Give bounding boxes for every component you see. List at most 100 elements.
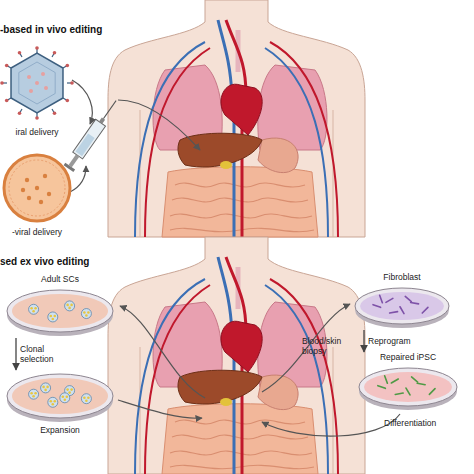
art-part [34,392,37,395]
art-part [360,292,444,320]
node-label: iral delivery [0,127,74,137]
art-part [27,196,31,200]
viral-vector-graphic [0,40,74,126]
nonviral-particle-graphic [0,150,74,226]
art-part [262,304,350,392]
nonviral-particle: -viral delivery [0,150,74,238]
art-part [44,86,48,90]
art-part [32,395,35,398]
art-part [400,307,404,314]
art-part [35,186,39,190]
art-part [391,379,398,383]
art-part [70,388,73,391]
flow-arrow [15,338,16,370]
art-part [5,99,9,103]
art-part [70,81,74,85]
section-title: -based in vivo editing [0,24,102,36]
art-part [11,53,63,113]
culture-dish-graphic [356,364,460,412]
art-part [46,386,49,389]
art-part [5,64,9,68]
art-part [0,81,4,85]
torso-top [108,0,365,237]
arrow-label: Clonal selection [20,344,64,364]
step-label: Blood/skin biopsy [302,336,350,356]
node-label: Fibroblast [352,272,452,282]
node-label: -viral delivery [0,227,74,237]
art-part [83,396,86,399]
art-part [120,306,205,398]
art-part [83,311,86,314]
art-part [52,318,55,321]
art-part [68,391,71,394]
art-part [47,192,51,196]
art-part [87,311,90,314]
culture-dish-graphic [4,370,116,424]
art-part [76,134,95,157]
art-part [364,372,452,402]
art-part [19,62,55,104]
node-label: Repaired iPSC [356,352,460,362]
art-part [12,378,108,414]
art-part [18,51,22,55]
art-part [66,388,69,391]
art-part [48,397,58,407]
culture-dish: Expansion [4,370,116,436]
art-part [359,368,457,406]
art-part [422,307,428,313]
art-part [62,396,65,399]
art-part [35,81,39,85]
culture-dish: Adult SCs [4,274,116,338]
art-part [43,174,47,178]
culture-dish: Fibroblast [352,272,452,330]
leader-arrows [70,80,400,436]
art-part [411,303,419,304]
art-part [27,75,31,79]
art-part [48,312,58,322]
art-part [41,383,51,393]
art-part [50,400,53,403]
art-part [385,376,388,384]
node-label: Adult SCs [4,274,116,284]
art-part [69,154,80,167]
art-part [118,100,200,150]
node-label: Expansion [4,425,116,435]
art-part [41,72,45,76]
flow-arrow [363,330,364,352]
art-part [4,155,70,221]
art-part [66,99,70,103]
art-part [21,188,25,192]
art-part [53,51,57,55]
art-part [373,305,381,308]
art-part [386,298,393,302]
arrow-label: Reprogram [368,336,428,346]
art-part [32,310,35,313]
culture-dish: Repaired iPSC [356,352,460,412]
art-part [18,112,22,116]
art-part [39,200,43,204]
art-part [52,403,55,406]
art-part [378,386,386,389]
culture-dish-graphic [352,284,452,330]
art-part [81,394,91,404]
art-part [429,389,435,395]
art-part [30,392,33,395]
art-part [85,314,88,317]
art-part [42,386,45,389]
art-part [25,178,29,182]
art-part [7,290,113,332]
art-part [30,307,33,310]
art-part [9,160,65,216]
art-part [64,399,67,402]
art-part [50,315,53,318]
art-part [70,304,73,307]
art-part [60,393,70,403]
art-part [65,301,75,311]
step-label: Differentiation [384,418,464,428]
art-part [262,414,400,436]
art-part [118,400,202,418]
art-part [406,388,410,395]
art-part [29,389,39,399]
